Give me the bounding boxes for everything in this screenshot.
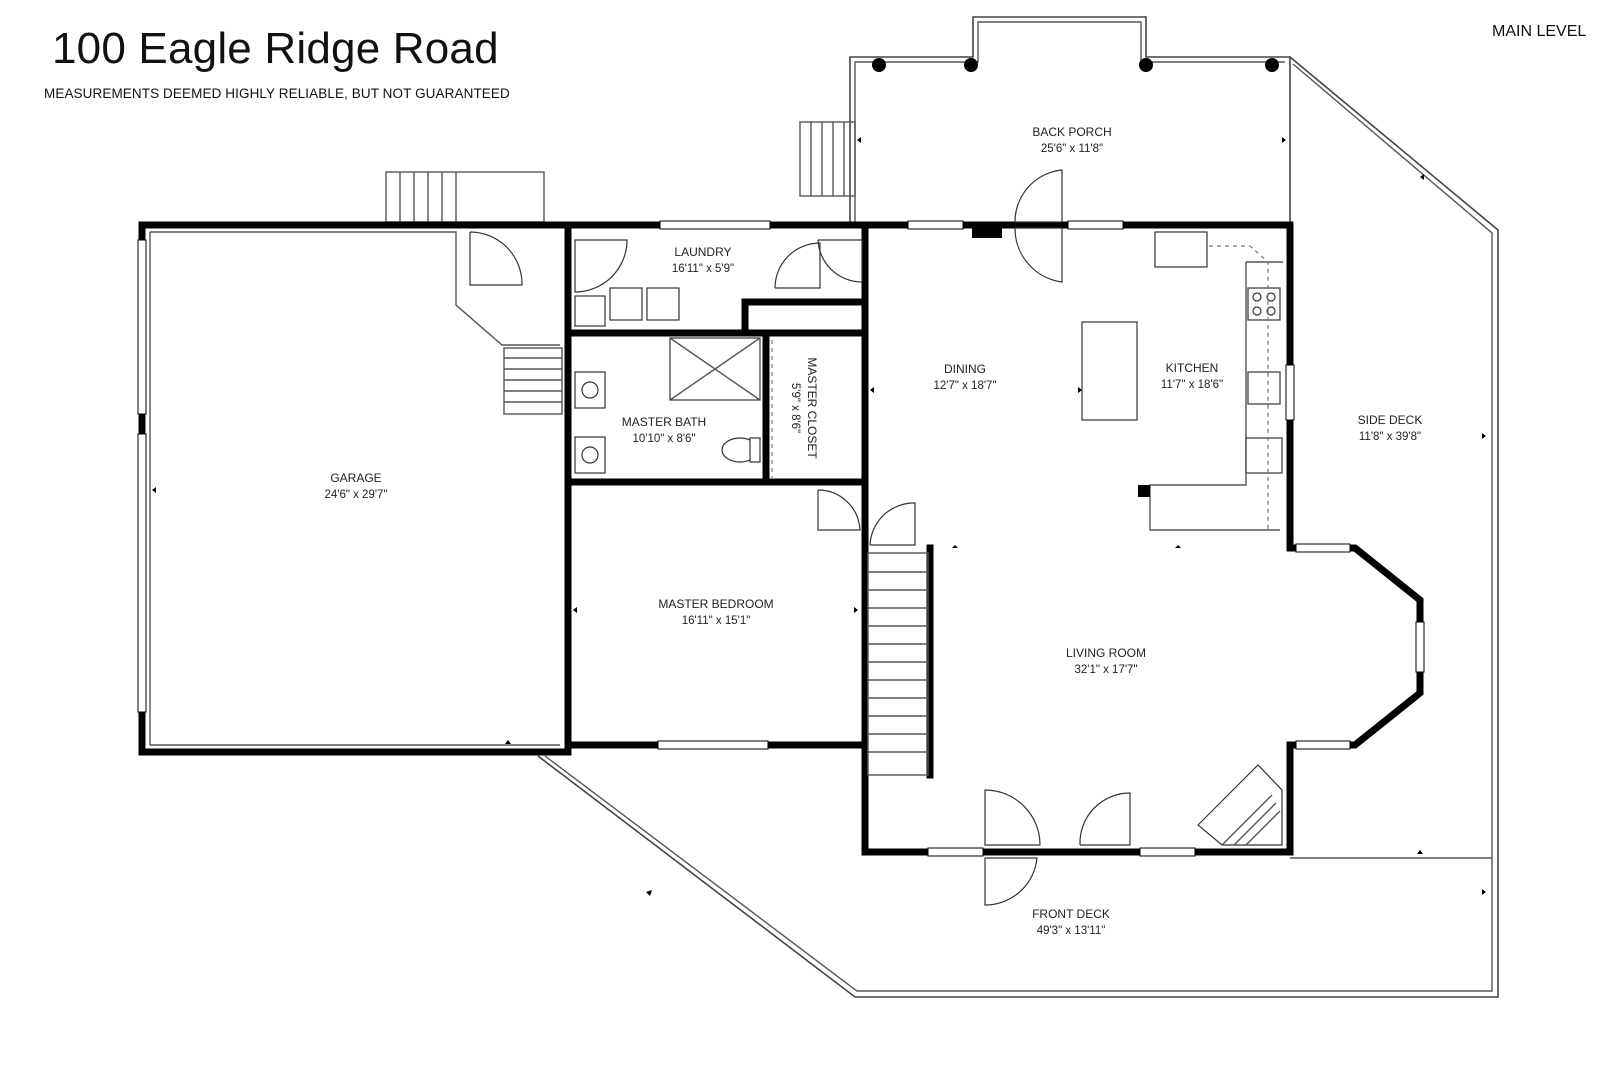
garage-name: GARAGE [330, 471, 381, 485]
room-master-closet: MASTER CLOSET 5'9" x 8'6" [789, 357, 819, 459]
front-deck-name: FRONT DECK [1032, 907, 1110, 921]
front-deck-dims: 49'3" x 13'11" [1037, 925, 1106, 937]
room-master-bedroom: MASTER BEDROOM 16'11" x 15'1" [658, 597, 773, 627]
room-back-porch: BACK PORCH 25'6" x 11'8" [1032, 125, 1111, 155]
garage-exterior-stairs [385, 171, 545, 223]
dining-dims: 12'7" x 18'7" [933, 380, 996, 392]
back-porch-outline [849, 16, 1291, 222]
room-dining: DINING 12'7" x 18'7" [933, 362, 996, 392]
laundry-appliances [574, 287, 680, 327]
back-porch-dims: 25'6" x 11'8" [1041, 143, 1103, 155]
kitchen-name: KITCHEN [1166, 361, 1219, 375]
garage-stairs [503, 347, 563, 415]
windows [137, 220, 1425, 857]
laundry-name: LAUNDRY [674, 245, 731, 259]
room-living-room: LIVING ROOM 32'1" x 17'7" [1066, 646, 1146, 676]
living-room-stairs [867, 552, 929, 776]
master-closet-name: MASTER CLOSET [805, 357, 819, 459]
bath-fixtures [574, 337, 773, 478]
address-title: 100 Eagle Ridge Road [52, 24, 499, 73]
side-deck-dims: 11'8" x 39'8" [1359, 431, 1421, 443]
dining-name: DINING [944, 362, 986, 376]
level-label: MAIN LEVEL [1492, 23, 1587, 40]
garage-interior [149, 231, 560, 746]
kitchen-fixtures [972, 224, 1283, 531]
master-bedroom-dims: 16'11" x 15'1" [682, 615, 751, 627]
disclaimer-text: MEASUREMENTS DEEMED HIGHLY RELIABLE, BUT… [44, 86, 510, 101]
back-porch-name: BACK PORCH [1032, 125, 1111, 139]
doors [469, 169, 1131, 906]
living-room-dims: 32'1" x 17'7" [1074, 664, 1137, 676]
room-kitchen: KITCHEN 11'7" x 18'6" [1161, 361, 1223, 391]
side-deck-outline [537, 56, 1499, 998]
laundry-dims: 16'11" x 5'9" [672, 263, 734, 275]
living-room-name: LIVING ROOM [1066, 646, 1146, 660]
side-deck-name: SIDE DECK [1358, 413, 1423, 427]
master-bath-dims: 10'10" x 8'6" [632, 433, 695, 445]
master-bath-name: MASTER BATH [622, 415, 706, 429]
garage-dims: 24'6" x 29'7" [324, 489, 387, 501]
room-laundry: LAUNDRY 16'11" x 5'9" [672, 245, 734, 275]
back-porch-stairs [799, 121, 856, 197]
fireplace [1197, 764, 1283, 846]
room-side-deck: SIDE DECK 11'8" x 39'8" [1358, 413, 1423, 443]
master-bedroom-name: MASTER BEDROOM [658, 597, 773, 611]
room-front-deck: FRONT DECK 49'3" x 13'11" [1032, 907, 1110, 937]
room-master-bath: MASTER BATH 10'10" x 8'6" [622, 415, 706, 445]
kitchen-dims: 11'7" x 18'6" [1161, 379, 1223, 391]
master-closet-dims: 5'9" x 8'6" [789, 383, 801, 433]
room-garage: GARAGE 24'6" x 29'7" [324, 471, 387, 501]
walls [138, 221, 1424, 856]
dimension-markers [152, 137, 1486, 896]
